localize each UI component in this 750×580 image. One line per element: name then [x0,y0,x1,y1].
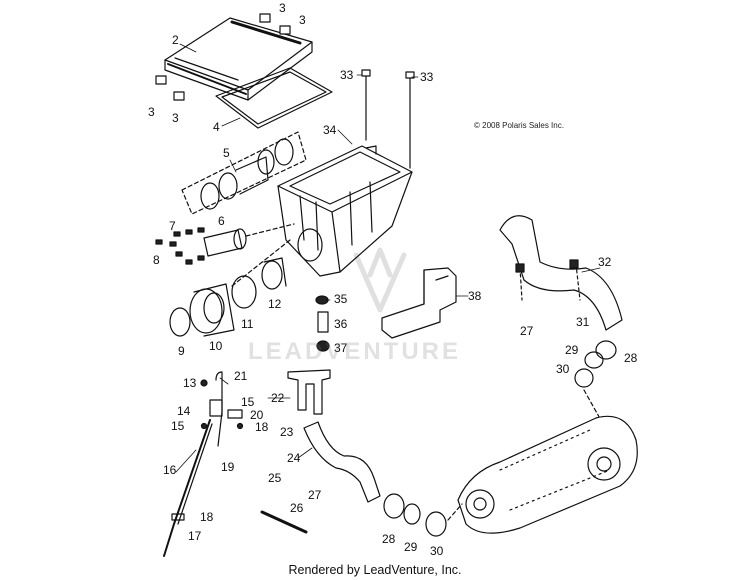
parts-9-12-boot-clamps [169,239,291,337]
callout-12: 12 [268,297,282,311]
callout-27: 27 [308,488,322,502]
footer-credit: Rendered by LeadVenture, Inc. [288,563,462,577]
callout-30: 30 [430,544,444,558]
callout-11: 11 [241,317,254,331]
parts-28-30-clamps-lower [383,493,463,537]
callout-18: 18 [200,510,214,524]
callout-3: 3 [172,111,179,125]
callout-15: 15 [171,419,185,433]
leader-lines [175,43,601,473]
callout-17: 17 [188,529,202,543]
callout-27: 27 [520,324,534,338]
callout-34: 34 [323,123,337,137]
callout-30: 30 [556,362,570,376]
callout-3: 3 [148,105,155,119]
callout-2: 2 [172,33,179,47]
callout-10: 10 [209,339,223,353]
callout-19: 19 [221,460,235,474]
callout-36: 36 [334,317,348,331]
callout-18: 18 [255,420,269,434]
callout-22: 22 [271,391,285,405]
callout-7: 7 [169,219,176,233]
callout-26: 26 [290,501,304,515]
callout-28: 28 [382,532,396,546]
callout-13: 13 [183,376,197,390]
callout-6: 6 [218,214,225,228]
callout-9: 9 [178,344,185,358]
callout-14: 14 [177,404,191,418]
callout-32: 32 [598,255,612,269]
callout-29: 29 [404,540,418,554]
callout-3: 3 [279,1,286,15]
callout-33: 33 [340,68,354,82]
part-38-duct [381,267,457,339]
callout-15: 15 [241,395,255,409]
part-2-airbox-lid [164,17,313,101]
callout-25: 25 [268,471,282,485]
callout-33: 33 [420,70,434,84]
parts-16-17-tube [163,419,213,557]
callout-23: 23 [280,425,294,439]
parts-28-30-clamps-right [574,340,617,441]
callout-3: 3 [299,13,306,27]
part-32-outlet-duct [499,215,623,331]
callout-5: 5 [223,146,230,160]
callout-29: 29 [565,343,579,357]
callout-21: 21 [234,369,248,383]
callout-20: 20 [250,408,264,422]
part-4-gasket [215,67,333,129]
callout-37: 37 [334,341,348,355]
part-26-strap [260,510,308,534]
cvt-cover [457,415,638,534]
copyright-notice: © 2008 Polaris Sales Inc. [474,121,564,130]
part-22-bracket [287,369,331,415]
part-34-airbox-body [277,145,413,277]
part-3-lid-clips [155,13,291,101]
callout-31: 31 [576,315,590,329]
callout-16: 16 [163,463,177,477]
part-6-intake-tube [203,223,295,257]
parts-7-8-bolts [155,227,205,265]
callout-28: 28 [624,351,638,365]
callout-35: 35 [334,292,348,306]
parts-13-21-breather [200,371,244,447]
callout-38: 38 [468,289,482,303]
part-24-hose [303,421,381,503]
watermark-text: LEADVENTURE [248,338,462,365]
part-33-screws [361,69,415,169]
callout-4: 4 [213,120,220,134]
callout-24: 24 [287,451,301,465]
parts-35-37-fasteners [315,295,330,352]
watermark-logo [353,247,407,313]
part-5-filter-element [181,131,307,215]
callout-8: 8 [153,253,160,267]
